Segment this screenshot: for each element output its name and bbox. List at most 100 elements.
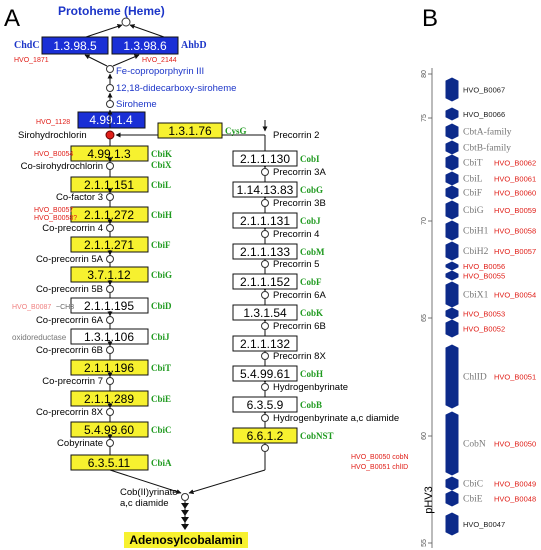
- axis-tick-label: 80: [421, 70, 428, 78]
- right-gene-label: CobG: [300, 185, 323, 195]
- right-gene-label: CobJ: [300, 216, 321, 226]
- right-product-node: [261, 230, 269, 238]
- left-ec-label: 6.3.5.11: [88, 456, 131, 470]
- left-hvo-label: HVO_B0087: [12, 304, 51, 311]
- gene-hvo: HVO_B0053: [463, 310, 505, 319]
- gene-arrow: [445, 307, 459, 320]
- gene-arrow: [445, 261, 459, 271]
- left-product-label: Co-precorrin 7: [42, 376, 103, 387]
- gene-hvo: HVO_B0051: [494, 373, 536, 382]
- heme-arrow-left: [85, 24, 123, 38]
- right-product-node: [261, 260, 269, 268]
- right-ec-label: 6.6.1.2: [247, 429, 284, 443]
- gene-arrow: [445, 140, 459, 155]
- axis-tick-label: 55: [421, 539, 428, 547]
- right-ec-box: [232, 273, 298, 290]
- gene-arrow: [445, 490, 459, 507]
- heme-title: Protoheme (Heme): [58, 4, 165, 18]
- cobyrinate-diamide-1: Cob(II)yrinate: [120, 487, 178, 498]
- right-ec-label: 2.1.1.152: [240, 275, 290, 289]
- cobyrinate-diamide-node: [181, 493, 189, 501]
- right-ec-label: 5.4.99.61: [240, 367, 290, 381]
- fe-copro-node: [106, 65, 114, 73]
- left-gene-label: CbiG: [151, 270, 172, 280]
- left-product-node: [106, 224, 114, 232]
- left-gene-label: CbiA: [151, 458, 172, 468]
- right-product-label: Hydrogenbyrinate: [273, 382, 348, 393]
- left-product-node: [106, 162, 114, 170]
- final-product: Adenosylcobalamin: [129, 533, 242, 547]
- left-product-label: Co-precorrin 5A: [36, 254, 104, 265]
- gene-name: CbiX1: [463, 291, 489, 301]
- right-product-label: Precorrin 3B: [273, 198, 326, 209]
- left-note: ~CH3: [56, 304, 74, 311]
- arrow-left-converge: [109, 469, 182, 494]
- right-product-label: Precorrin 6B: [273, 321, 326, 332]
- right-ec-box: [232, 181, 298, 198]
- ahbd-gene: AhbD: [181, 40, 207, 51]
- sirohydrochlorin-node: [105, 130, 115, 140]
- right-ec-label: 1.3.1.54: [243, 306, 287, 320]
- right-product-label: Precorrin 6A: [273, 290, 326, 301]
- right-gene-label: CobI: [300, 154, 320, 164]
- gene-name: HVO_B0066: [463, 110, 505, 119]
- ec-box-1-3-98-5: [41, 36, 109, 55]
- siroheme-node: [106, 100, 114, 108]
- right-product-node: [261, 444, 269, 452]
- right-ec-box: [232, 365, 298, 382]
- right-ec-label: 2.1.1.133: [240, 245, 290, 259]
- didecarboxy-siroheme: 12,18-didecarboxy-siroheme: [116, 83, 236, 94]
- hvo-2144: HVO_2144: [142, 57, 177, 64]
- ec-1-3-98-5: 1.3.98.5: [53, 39, 97, 53]
- left-ec-label: 2.1.1.271: [84, 238, 134, 252]
- left-gene-label: CbiT: [151, 363, 171, 373]
- left-product-label: Co-precorrin 6B: [36, 345, 103, 356]
- gene-name: CbiC: [463, 480, 483, 490]
- gene-name: CbiH1: [463, 227, 489, 237]
- right-product-node: [261, 352, 269, 360]
- left-gene-label: CbiC: [151, 425, 172, 435]
- right-ec-box: [232, 335, 298, 352]
- right-product-label: Precorrin 2: [273, 130, 319, 141]
- gene-arrow: [445, 411, 459, 476]
- left-ec-label: 4.99.1.3: [87, 147, 131, 161]
- left-ec-label: 2.1.1.151: [84, 178, 134, 192]
- left-gene-label: CbiH: [151, 210, 172, 220]
- hvo-1871: HVO_1871: [14, 57, 49, 64]
- gene-arrow: [445, 476, 459, 491]
- right-ec-label: 2.1.1.132: [240, 337, 290, 351]
- right-product-label: Precorrin 4: [273, 229, 319, 240]
- panel-a-label: A: [4, 5, 20, 32]
- right-ec-label: 2.1.1.130: [240, 152, 290, 166]
- gene-arrow: [445, 107, 459, 121]
- right-gene-label: CobH: [300, 369, 323, 379]
- arrow-fe-left: [84, 54, 108, 67]
- gene-arrow: [445, 344, 459, 409]
- gene-name: CbiT: [463, 159, 483, 169]
- gene-name: CobN: [463, 440, 486, 450]
- axis-tick-label: 70: [421, 217, 428, 225]
- axis-tick-label: 75: [421, 114, 428, 122]
- ec-4-99-1-4: 4.99.1.4: [89, 113, 133, 127]
- heme-node: [121, 17, 131, 27]
- right-ec-box: [232, 243, 298, 260]
- right-gene-label: CobB: [300, 400, 322, 410]
- hvo-b0050-cobn: HVO_B0050 cobN: [351, 454, 409, 461]
- gene-hvo: HVO_B0049: [494, 480, 536, 489]
- left-ec-label: 3.7.1.12: [87, 268, 131, 282]
- left-ec-label: 2.1.1.196: [84, 361, 134, 375]
- right-product-label: Precorrin 3A: [273, 167, 326, 178]
- gene-name: CbiG: [463, 206, 484, 216]
- right-ec-box: [232, 396, 298, 413]
- left-gene-label-2: CbiX: [151, 160, 172, 170]
- left-gene-label: CbiE: [151, 394, 171, 404]
- gene-hvo: HVO_B0052: [463, 325, 505, 334]
- left-product-node: [106, 255, 114, 263]
- sirohydrochlorin: Sirohydrochlorin: [18, 130, 87, 141]
- right-product-node: [261, 168, 269, 176]
- left-product-node: [106, 193, 114, 201]
- gene-hvo: HVO_B0062: [494, 159, 536, 168]
- gene-name: CbiL: [463, 175, 483, 185]
- left-product-node: [106, 346, 114, 354]
- gene-name: ChlID: [463, 373, 487, 383]
